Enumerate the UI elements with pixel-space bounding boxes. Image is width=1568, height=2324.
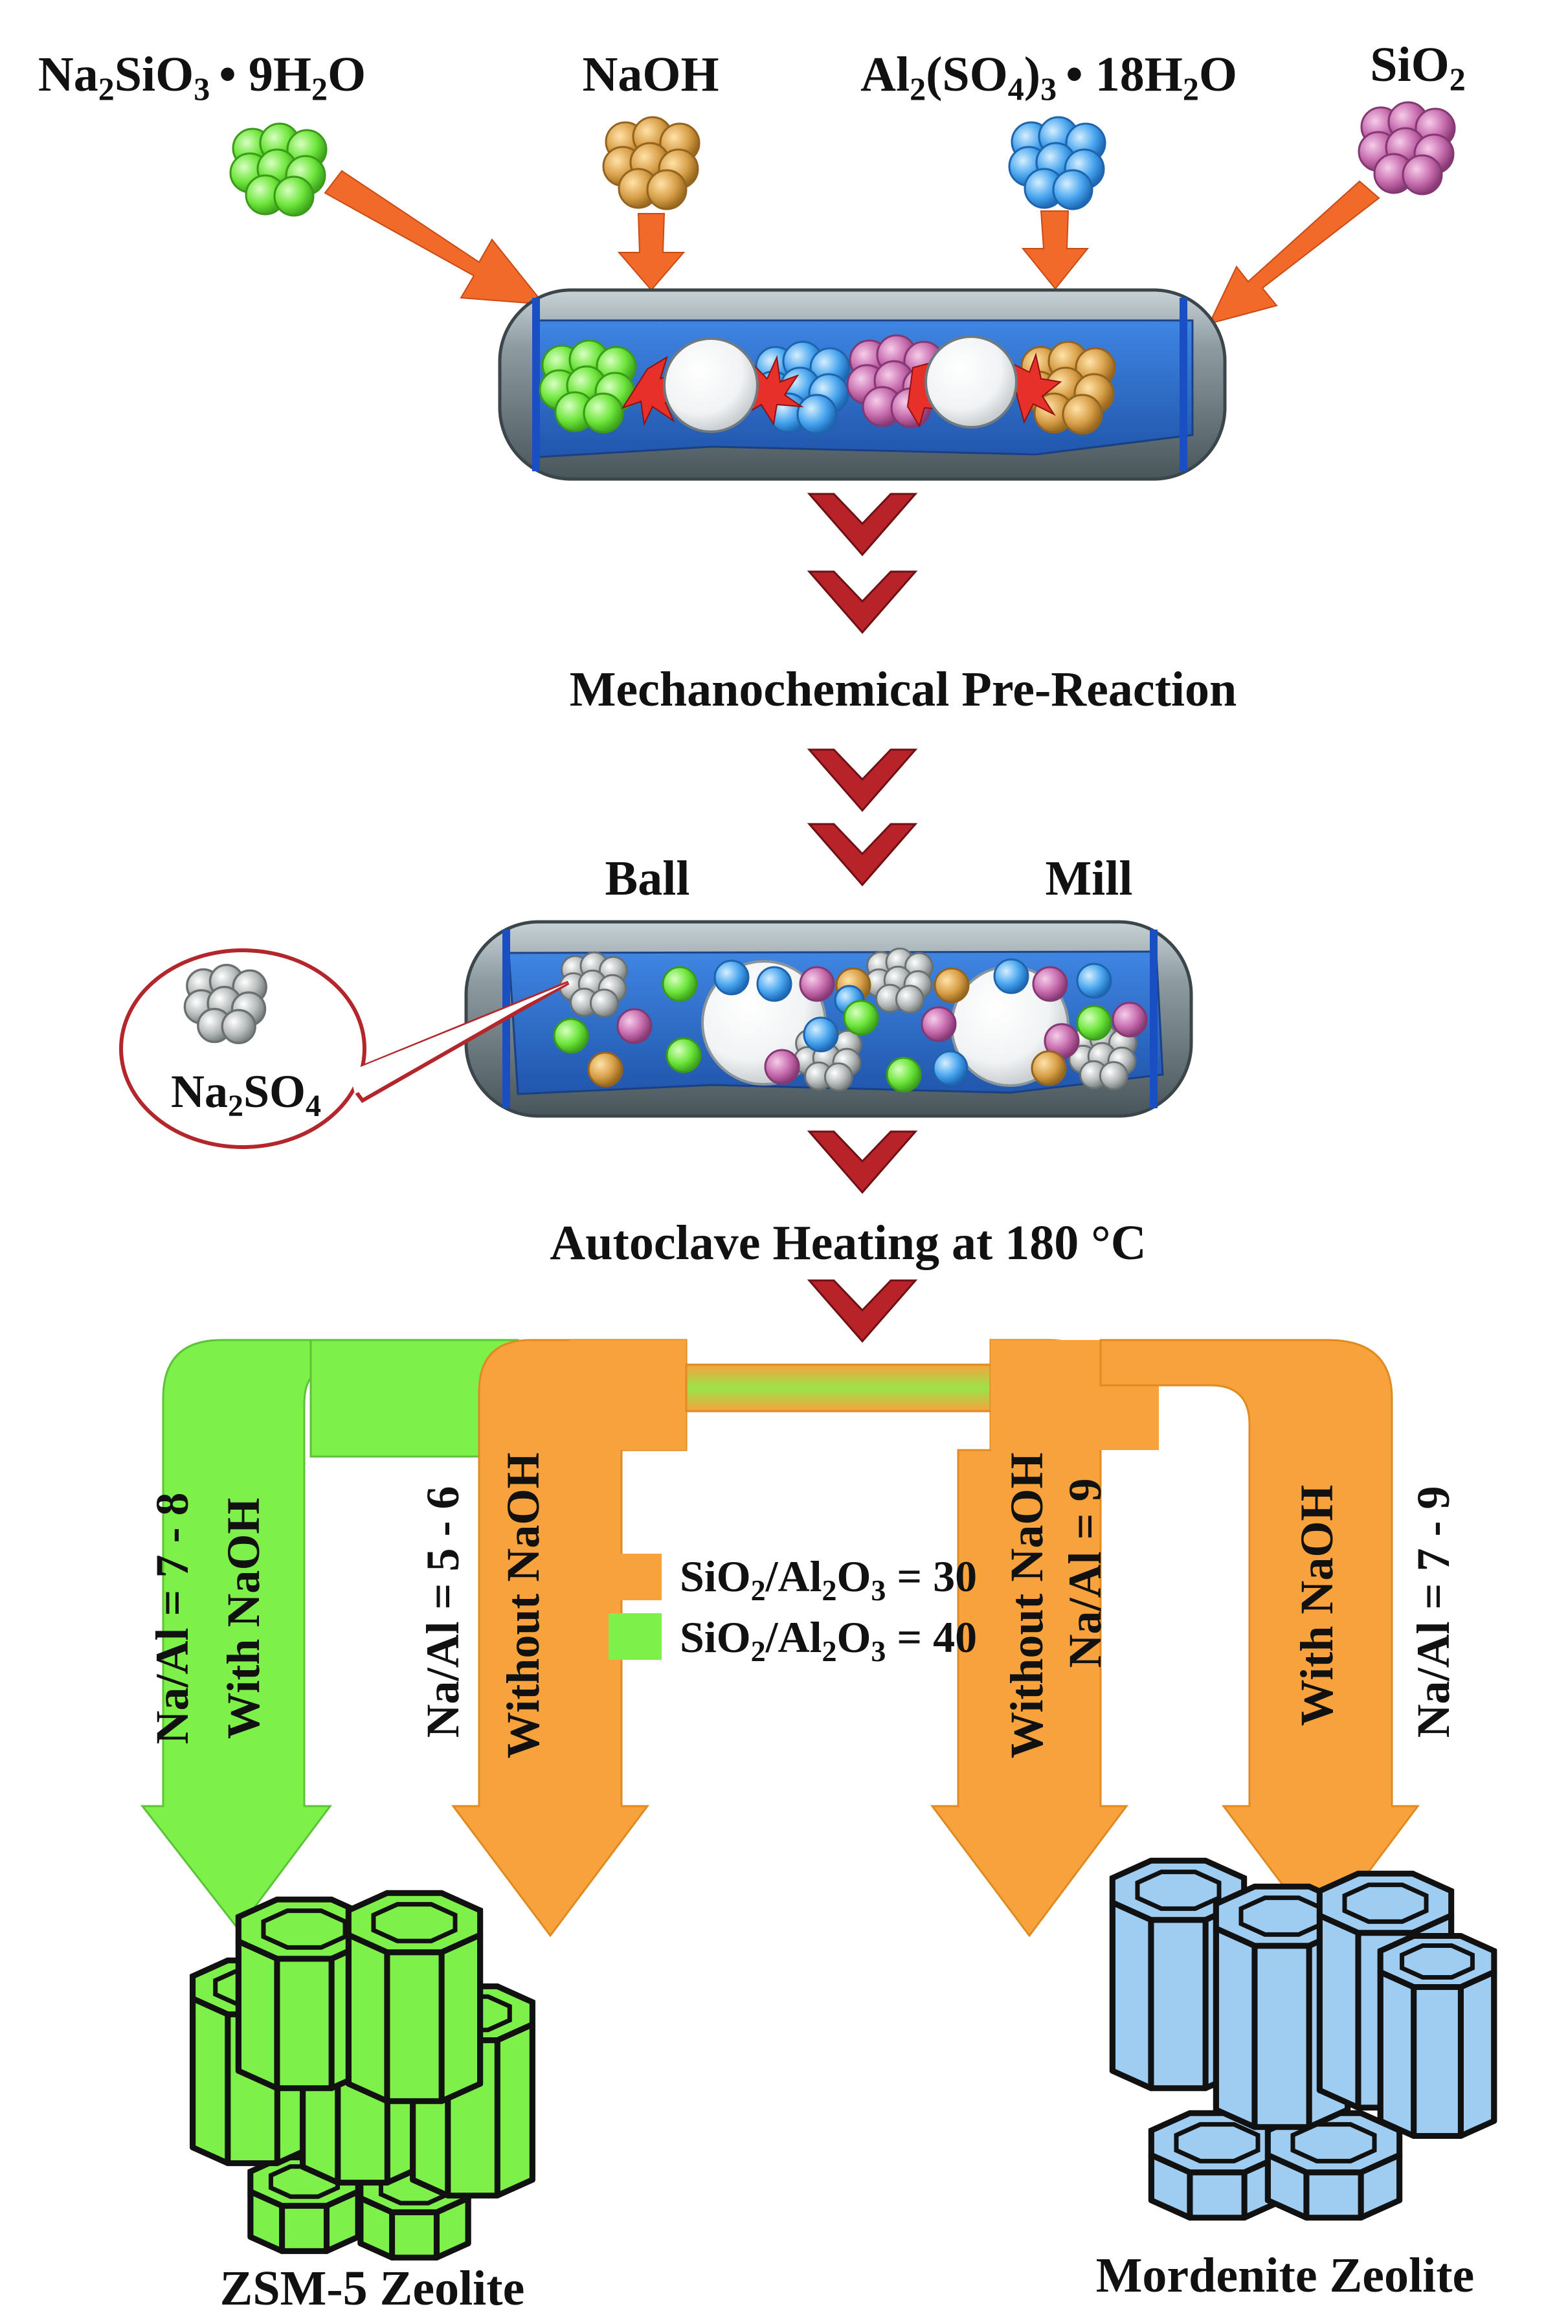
branch3-ratio-label: Na/Al = 9 — [1059, 1478, 1111, 1668]
mordenite-column — [1377, 1933, 1497, 2139]
branch2-condition-label: Without NaOH — [497, 1453, 549, 1759]
aluminum-sulfate-cluster — [1008, 116, 1106, 210]
branch3-condition-label: Without NaOH — [1001, 1453, 1053, 1759]
reagent-sodium-silicate-label: Na2SiO3• 9H2O — [38, 47, 366, 107]
legend-green-swatch — [609, 1613, 662, 1660]
mill-label: Mill — [1045, 851, 1132, 906]
branch1-condition-label: With NaOH — [218, 1498, 269, 1739]
legend-orange-label: SiO2/Al2O3 = 30 — [680, 1552, 977, 1607]
byproduct-na2so4-label: Na2SO4 — [171, 1066, 321, 1123]
feed-arrows — [324, 170, 1380, 325]
chevron-down-icon — [808, 1279, 917, 1343]
zsm5-column — [345, 1890, 484, 2105]
mill1-impact-spark-1 — [621, 355, 690, 427]
reagent-silica-label: SiO2 — [1370, 38, 1466, 97]
mordenite-zeolite-structure — [1109, 1857, 1497, 2221]
product-mordenite-label: Mordenite Zeolite — [1096, 2248, 1475, 2303]
branch-orange-left-shoulder — [570, 1340, 686, 1450]
branch1-ratio-label: Na/Al = 7 - 8 — [146, 1492, 198, 1744]
feed-arrow-3 — [1021, 210, 1090, 290]
feed-arrow-4 — [1208, 180, 1380, 325]
legend-orange-swatch — [609, 1554, 662, 1600]
chevron-down-icon — [808, 1130, 917, 1194]
sodium-silicate-cluster — [229, 122, 328, 217]
product-zsm5-label: ZSM-5 Zeolite — [220, 2261, 525, 2316]
branch2-ratio-label: Na/Al = 5 - 6 — [417, 1486, 469, 1737]
legend: SiO2/Al2O3 = 30 SiO2/Al2O3 = 40 — [609, 1552, 977, 1668]
naoh-cluster — [602, 116, 700, 210]
branch4-ratio-label: Na/Al = 7 - 9 — [1407, 1486, 1459, 1737]
ball-mill-pre-reaction — [498, 288, 1227, 481]
byproduct-callout: Na2SO4 — [119, 948, 570, 1149]
ball-mill-product — [464, 920, 1193, 1118]
feed-arrow-1 — [324, 170, 546, 306]
mill1-grinding-ball-2 — [924, 335, 1018, 429]
feed-arrow-2 — [617, 213, 686, 291]
step-pre-reaction-label: Mechanochemical Pre-Reaction — [570, 662, 1237, 717]
chevron-down-icon — [808, 570, 917, 634]
step-autoclave-label: Autoclave Heating at 180 °C — [550, 1216, 1146, 1270]
chevron-down-icon — [808, 493, 917, 556]
mill1-impact-spark-4 — [1009, 352, 1062, 424]
zsm5-zeolite-structure — [190, 1890, 535, 2261]
reagent-aluminum-sulfate-label: Al2(SO4)3• 18H2O — [860, 47, 1237, 107]
chevron-down-icon — [808, 748, 917, 812]
branch-connector-bar — [685, 1363, 992, 1413]
reagent-naoh-label: NaOH — [582, 47, 719, 102]
chevron-down-icon — [808, 823, 917, 886]
branch4-condition-label: With NaOH — [1291, 1485, 1343, 1726]
silica-cluster — [1358, 101, 1456, 196]
ball-label: Ball — [605, 851, 690, 906]
mill1-grinding-ball-1 — [663, 337, 759, 433]
legend-green-label: SiO2/Al2O3 = 40 — [680, 1613, 977, 1668]
